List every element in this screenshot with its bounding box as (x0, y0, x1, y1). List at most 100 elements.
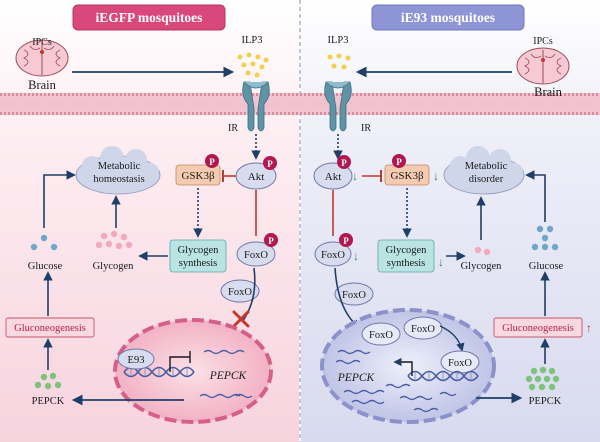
left-e93-node (117, 348, 155, 370)
right-panel-title: iE93 mosquitoes (401, 10, 495, 25)
left-gsk3b-box (175, 164, 221, 186)
right-ilp3-label: ILP3 (328, 35, 349, 46)
right-foxo-phospho-label: P (343, 236, 349, 246)
right-brain-label: Brain (534, 85, 563, 99)
left-ir-label: IR (228, 123, 238, 134)
right-synthesis-down-arrow: ↓ (438, 255, 444, 269)
left-gsk3b-phospho (205, 154, 219, 168)
left-title-box (72, 4, 226, 31)
right-foxo-label: FoxO (321, 250, 345, 261)
left-foxo-free-node (220, 279, 260, 303)
right-foxo-free-label: FoxO (342, 290, 366, 301)
left-pepck-gene-label: PEPCK (209, 370, 248, 382)
right-glycogen-dots (474, 246, 491, 256)
right-gluconeogenesis-box (493, 317, 583, 338)
left-foxo-phospho-label: P (268, 236, 274, 246)
left-glucose-dots (30, 234, 58, 251)
right-glucose-label: Glucose (529, 261, 564, 272)
right-gluconeogenesis-label: Gluconeogenesis (502, 323, 574, 334)
left-gluconeogenesis-box (5, 317, 95, 338)
left-akt-label: Akt (248, 171, 265, 183)
left-foxo-free-label: FoxO (228, 287, 252, 298)
left-brain-icon (15, 39, 69, 77)
left-glycogen-synthesis-line1: Glycogen (178, 245, 220, 256)
left-pepck-dots (34, 372, 62, 390)
right-title-box (371, 4, 525, 31)
left-akt-inhibits-gsk3b (222, 170, 236, 182)
right-gsk3b-phospho-label: P (396, 157, 402, 167)
right-pepck-dots (525, 366, 560, 391)
right-gluconeo-up-arrow: ↑ (586, 321, 592, 335)
left-gsk3b-label: GSK3β (181, 170, 215, 182)
left-brain-label: Brain (28, 78, 57, 92)
left-glycogen-synthesis-box (169, 239, 227, 273)
right-nuclear-foxo-2 (403, 316, 443, 340)
right-nuclear-foxo-1 (361, 322, 401, 346)
right-foxo-node (314, 241, 352, 267)
left-glycogen-synthesis-line2: synthesis (179, 258, 218, 269)
right-dna-helix (407, 370, 479, 382)
right-gsk3b-phospho (392, 154, 406, 168)
right-gsk3b-label: GSK3β (390, 170, 424, 182)
left-blocked-cross (232, 310, 250, 328)
left-foxo-to-nucleus-arrow (241, 267, 256, 323)
left-glycogen-label: Glycogen (93, 261, 135, 272)
right-brain-icon (516, 47, 570, 85)
right-glucose-dots (531, 225, 559, 251)
right-foxo-down-arrow: ↓ (353, 249, 359, 263)
right-metabolic-line2: disorder (469, 174, 504, 185)
right-nuclear-foxo-2-label: FoxO (411, 324, 435, 335)
right-pepck-label: PEPCK (529, 396, 562, 407)
left-ilp3-label: ILP3 (242, 35, 263, 46)
left-panel-title: iEGFP mosquitoes (96, 10, 203, 25)
right-glycogen-synthesis-box (377, 239, 435, 273)
left-metabolic-line1: Metabolic (98, 161, 141, 172)
right-akt-phospho (337, 155, 351, 169)
right-glucose-to-cloud-arrow (525, 170, 546, 222)
left-glucose-label: Glucose (28, 261, 63, 272)
right-glycogen-synthesis-line1: Glycogen (386, 245, 428, 256)
right-glycogen-label: Glycogen (461, 261, 503, 272)
right-ir-label: IR (361, 123, 371, 134)
left-mrna-strands (199, 349, 253, 399)
left-metabolic-line2: homeostasis (93, 174, 144, 185)
left-foxo-label: FoxO (244, 250, 268, 261)
right-insulin-receptor (324, 81, 352, 132)
right-metabolic-line1: Metabolic (465, 161, 508, 172)
right-glycogen-synthesis-line2: synthesis (387, 258, 426, 269)
left-e93-inhibits-pepck (169, 351, 191, 372)
right-akt-label: Akt (325, 171, 342, 183)
right-akt-phospho-label: P (341, 158, 347, 168)
left-dna-helix (123, 366, 195, 378)
left-foxo-phospho (264, 233, 278, 247)
left-foxo-node (236, 241, 276, 267)
right-nuclear-foxo-1-label: FoxO (369, 330, 393, 341)
right-pepck-gene-label: PEPCK (337, 372, 376, 384)
right-akt-node (313, 162, 353, 190)
right-gsk3b-down-arrow: ↓ (433, 169, 439, 183)
right-mrna-strands (335, 349, 457, 413)
right-akt-down-arrow: ↓ (352, 169, 358, 183)
right-transcription-arrow (393, 357, 413, 376)
left-gluconeogenesis-label: Gluconeogenesis (14, 323, 86, 334)
right-foxo-to-foxo-arrow (439, 325, 465, 352)
left-pepck-label: PEPCK (32, 396, 65, 407)
left-e93-label: E93 (128, 355, 145, 366)
right-foxo-phospho (339, 233, 353, 247)
left-glycogen-dots (95, 230, 133, 250)
left-gsk3b-phospho-label: P (209, 157, 215, 167)
left-ilp3-dots (237, 52, 269, 78)
right-foxo-free-node (334, 282, 374, 306)
right-akt-inhibits-gsk3b (362, 170, 382, 182)
left-glucose-to-cloud-arrow (43, 170, 76, 228)
right-ilp3-dots (327, 53, 351, 70)
left-insulin-receptor (242, 81, 270, 132)
left-metabolic-cloud (75, 146, 161, 195)
right-gsk3b-box (384, 164, 430, 186)
right-metabolic-cloud (443, 146, 525, 195)
left-ipcs-label: IPCs (32, 37, 52, 48)
right-nuclear-foxo-3-label: FoxO (448, 358, 472, 369)
right-ipcs-label: IPCs (533, 36, 553, 47)
